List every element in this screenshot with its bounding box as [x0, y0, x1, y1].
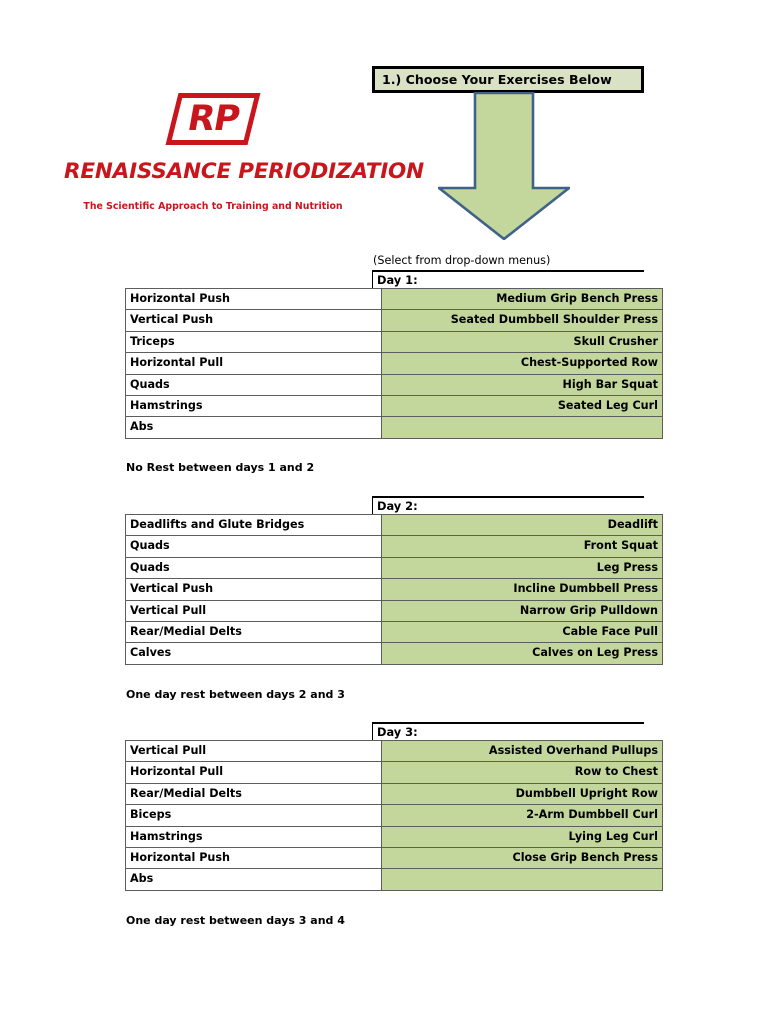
table-row: Rear/Medial Delts Dumbbell Upright Row	[125, 782, 663, 806]
day-3-exercise-0[interactable]: Assisted Overhand Pullups	[381, 739, 663, 763]
day-2-exercise-2[interactable]: Leg Press	[381, 556, 663, 580]
day-2-exercise-0[interactable]: Deadlift	[381, 513, 663, 537]
day-1-exercise-2[interactable]: Skull Crusher	[381, 330, 663, 354]
day-1-exercise-3[interactable]: Chest-Supported Row	[381, 352, 663, 375]
day-3-category-1: Horizontal Pull	[125, 761, 382, 784]
table-row: Rear/Medial Delts Cable Face Pull	[125, 621, 663, 644]
day-3-exercise-2[interactable]: Dumbbell Upright Row	[381, 782, 663, 806]
day-1-exercise-5[interactable]: Seated Leg Curl	[381, 395, 663, 418]
day-1-exercise-6[interactable]	[381, 416, 663, 439]
table-row: Abs	[125, 868, 663, 891]
down-arrow-icon	[438, 92, 570, 240]
table-row: Triceps Skull Crusher	[125, 330, 663, 354]
day-1-category-1: Vertical Push	[125, 309, 382, 332]
day-2-exercise-5[interactable]: Cable Face Pull	[381, 621, 663, 644]
day-2-header-label: Day 2:	[377, 499, 418, 513]
day-3-category-5: Horizontal Push	[125, 847, 382, 870]
day-3-exercise-3[interactable]: 2-Arm Dumbbell Curl	[381, 804, 663, 827]
day-2-category-5: Rear/Medial Delts	[125, 621, 382, 644]
day-1-category-4: Quads	[125, 373, 382, 397]
day-block-1: Day 1: Horizontal Push Medium Grip Bench…	[125, 270, 663, 439]
day-1-exercise-1[interactable]: Seated Dumbbell Shoulder Press	[381, 309, 663, 332]
brand-wordmark: RENAISSANCE PERIODIZATION	[64, 159, 424, 184]
table-row: Vertical Pull Narrow Grip Pulldown	[125, 599, 663, 623]
step-1-callout-label: 1.) Choose Your Exercises Below	[382, 72, 612, 87]
day-2-category-0: Deadlifts and Glute Bridges	[125, 513, 382, 537]
day-3-header: Day 3:	[372, 722, 644, 740]
table-row: Deadlifts and Glute Bridges Deadlift	[125, 513, 663, 537]
day-2-category-2: Quads	[125, 556, 382, 580]
day-1-category-6: Abs	[125, 416, 382, 439]
day-2-exercise-6[interactable]: Calves on Leg Press	[381, 642, 663, 665]
day-3-exercise-1[interactable]: Row to Chest	[381, 761, 663, 784]
dropdown-hint-text: (Select from drop-down menus)	[373, 254, 551, 267]
rest-note-days-2-3: One day rest between days 2 and 3	[126, 688, 345, 701]
table-row: Hamstrings Seated Leg Curl	[125, 395, 663, 418]
rp-monogram-label: RP	[184, 98, 242, 139]
day-3-exercise-4[interactable]: Lying Leg Curl	[381, 825, 663, 849]
day-1-header: Day 1:	[372, 270, 644, 288]
day-1-category-3: Horizontal Pull	[125, 352, 382, 375]
day-2-category-3: Vertical Push	[125, 578, 382, 601]
day-1-category-5: Hamstrings	[125, 395, 382, 418]
table-row: Quads Leg Press	[125, 556, 663, 580]
day-2-category-4: Vertical Pull	[125, 599, 382, 623]
table-row: Horizontal Push Close Grip Bench Press	[125, 847, 663, 870]
day-2-header: Day 2:	[372, 496, 644, 514]
table-row: Abs	[125, 416, 663, 439]
day-2-category-6: Calves	[125, 642, 382, 665]
day-3-category-0: Vertical Pull	[125, 739, 382, 763]
table-row: Vertical Pull Assisted Overhand Pullups	[125, 739, 663, 763]
day-1-header-label: Day 1:	[377, 273, 418, 287]
step-1-callout-banner: 1.) Choose Your Exercises Below	[372, 66, 644, 93]
table-row: Calves Calves on Leg Press	[125, 642, 663, 665]
day-3-category-2: Rear/Medial Delts	[125, 782, 382, 806]
day-2-exercise-1[interactable]: Front Squat	[381, 535, 663, 558]
table-row: Horizontal Pull Chest-Supported Row	[125, 352, 663, 375]
day-block-3: Day 3: Vertical Pull Assisted Overhand P…	[125, 722, 663, 891]
day-3-header-label: Day 3:	[377, 725, 418, 739]
rp-logo-block: RP RENAISSANCE PERIODIZATION The Scienti…	[64, 75, 424, 230]
day-3-category-4: Hamstrings	[125, 825, 382, 849]
day-2-exercise-4[interactable]: Narrow Grip Pulldown	[381, 599, 663, 623]
day-3-exercise-5[interactable]: Close Grip Bench Press	[381, 847, 663, 870]
table-row: Horizontal Push Medium Grip Bench Press	[125, 287, 663, 311]
table-row: Quads Front Squat	[125, 535, 663, 558]
table-row: Horizontal Pull Row to Chest	[125, 761, 663, 784]
brand-tagline: The Scientific Approach to Training and …	[83, 201, 343, 212]
table-row: Hamstrings Lying Leg Curl	[125, 825, 663, 849]
table-row: Quads High Bar Squat	[125, 373, 663, 397]
day-1-category-0: Horizontal Push	[125, 287, 382, 311]
day-1-exercise-4[interactable]: High Bar Squat	[381, 373, 663, 397]
day-3-category-3: Biceps	[125, 804, 382, 827]
table-row: Vertical Push Seated Dumbbell Shoulder P…	[125, 309, 663, 332]
day-3-category-6: Abs	[125, 868, 382, 891]
day-1-exercise-table: Horizontal Push Medium Grip Bench Press …	[125, 287, 663, 439]
day-2-category-1: Quads	[125, 535, 382, 558]
rest-note-days-1-2: No Rest between days 1 and 2	[126, 461, 315, 474]
day-1-category-2: Triceps	[125, 330, 382, 354]
day-2-exercise-3[interactable]: Incline Dumbbell Press	[381, 578, 663, 601]
table-row: Biceps 2-Arm Dumbbell Curl	[125, 804, 663, 827]
day-3-exercise-6[interactable]	[381, 868, 663, 891]
rp-monogram-icon: RP	[165, 93, 261, 145]
day-2-exercise-table: Deadlifts and Glute Bridges Deadlift Qua…	[125, 513, 663, 665]
day-block-2: Day 2: Deadlifts and Glute Bridges Deadl…	[125, 496, 663, 665]
day-3-exercise-table: Vertical Pull Assisted Overhand Pullups …	[125, 739, 663, 891]
table-row: Vertical Push Incline Dumbbell Press	[125, 578, 663, 601]
rest-note-days-3-4: One day rest between days 3 and 4	[126, 914, 345, 927]
day-1-exercise-0[interactable]: Medium Grip Bench Press	[381, 287, 663, 311]
